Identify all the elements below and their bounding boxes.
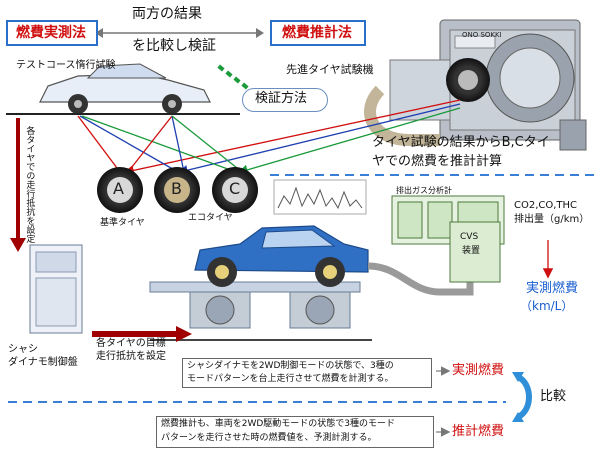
- controller-label-2: ダイナモ制御盤: [8, 357, 78, 368]
- arrow-red-from-car: [77, 115, 121, 173]
- emissions-line-2: 排出量（g/km）: [514, 214, 590, 225]
- description-measured-2: モードパターンを台上走行させて燃費を計測する。: [187, 374, 394, 384]
- tester-result-line-2: ヤでの燃費を推計計算: [372, 154, 503, 169]
- tire-icon-a: [97, 167, 143, 213]
- left-down-arrowhead: [10, 238, 26, 252]
- description-measured-box: シャシダイナモを2WD制御モードの状態で、3種の モードパターンを台上走行させて…: [182, 358, 432, 388]
- tire-b-letter: B: [171, 179, 182, 198]
- comparison-label: 比較: [540, 389, 567, 404]
- exhaust-hose: [367, 262, 474, 296]
- arrow-green-c: [237, 107, 461, 175]
- emissions-line-1: CO2,CO,THC: [514, 200, 578, 211]
- compare-arrow-right-head: [256, 28, 264, 38]
- estimated-result-label: 推計燃費: [452, 424, 505, 439]
- target-resistance-label-1: 各タイヤの目標: [96, 338, 166, 349]
- arrow-blue-from-car: [79, 115, 179, 173]
- tire-tester-machine: [364, 19, 587, 151]
- arrow-green-from-car: [81, 115, 237, 173]
- arrow-red-from-car-rear: [127, 115, 173, 173]
- test-course-label: テストコース惰行試験: [16, 60, 116, 71]
- left-method-title: 燃費実測法: [16, 25, 86, 41]
- tester-result-line-1: タイヤ試験の結果からB,Cタイ: [372, 135, 550, 150]
- right-method-box: 燃費推計法: [270, 20, 366, 46]
- car-on-dynamometer: [194, 225, 369, 287]
- dynamometer: [149, 281, 372, 341]
- compare-line-2: を比較し検証: [132, 38, 216, 54]
- verification-method-box: 検証方法: [242, 88, 328, 112]
- controller-label-1: シャシ: [8, 344, 38, 355]
- tire-icon-b: [154, 167, 200, 213]
- chart-thumbnail: [273, 179, 367, 215]
- comparison-arrowhead-top: [512, 372, 524, 382]
- machine-brand: ONO SOKKI: [462, 31, 502, 39]
- description-estimated-1: 燃費推計も、車両を2WD駆動モードの状態で3種のモード: [161, 419, 396, 429]
- description-estimated-2: パターンを走行させた時の燃費値を、予測計測する。: [161, 433, 377, 443]
- cvs-unit: [449, 221, 501, 283]
- compare-line-1: 両方の結果: [132, 6, 202, 22]
- compare-arrow-left-head: [95, 28, 103, 38]
- arrow-blue-b: [177, 103, 461, 176]
- target-resistance-arrowhead: [176, 326, 192, 342]
- comparison-arrow: [518, 375, 532, 419]
- left-method-box: 燃費実測法: [6, 20, 98, 46]
- tire-icon-c: [212, 167, 258, 213]
- arrow-green-from-car-rear: [171, 115, 243, 173]
- cvs-label-2: 装置: [462, 246, 481, 256]
- green-stripe-marker: [217, 64, 249, 90]
- comparison-arrowhead-bottom: [512, 412, 524, 422]
- tire-a-letter: A: [113, 179, 124, 198]
- arrow-blue-from-car-rear: [171, 115, 185, 173]
- car-icon: [39, 63, 211, 114]
- cvs-label-1: CVS: [460, 232, 479, 242]
- controller-cabinet: [29, 244, 83, 334]
- measured-result-label: 実測燃費: [452, 363, 505, 378]
- target-resistance-label-2: 走行抵抗を設定: [96, 351, 166, 362]
- description-estimated-box: 燃費推計も、車両を2WD駆動モードの状態で3種のモード パターンを走行させた時の…: [156, 416, 434, 448]
- right-method-title: 燃費推計法: [282, 25, 352, 41]
- tire-a-label: 基準タイヤ: [100, 218, 145, 228]
- exhaust-analyzer-label: 排出ガス分析計: [396, 186, 452, 195]
- tire-tester-label: 先進タイヤ試験機: [286, 63, 374, 76]
- tire-c-letter: C: [229, 179, 241, 198]
- side-vertical-text: 各タイヤでの走行抵抗を設定: [24, 126, 35, 243]
- description-measured-1: シャシダイナモを2WD制御モードの状態で、3種の: [187, 361, 394, 371]
- measured-fuel-line-1: 実測燃費: [526, 281, 579, 296]
- measured-fuel-line-2: （km/L）: [520, 299, 574, 313]
- verification-method-label: 検証方法: [255, 91, 308, 106]
- tire-c-label: エコタイヤ: [188, 213, 233, 223]
